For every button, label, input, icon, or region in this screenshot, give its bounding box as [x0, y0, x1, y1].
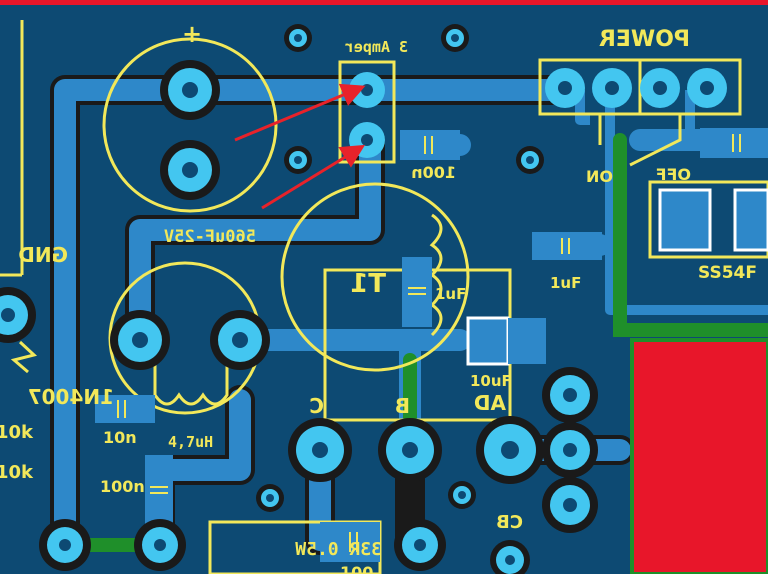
label-inductor: 4,7uH: [168, 433, 213, 451]
label-10n: 10n: [103, 428, 137, 447]
label-bottom-cut: 100: [340, 563, 373, 574]
ss54f-pad-a: [658, 188, 712, 252]
pads: [0, 60, 727, 574]
label-pin-b: B: [395, 394, 410, 418]
label-resistor: 33R 0.5W: [295, 539, 382, 560]
label-pin-cb: CB: [496, 512, 523, 533]
arrow-to-fuse-top: [234, 83, 366, 142]
ss54f-pad-b: [733, 188, 768, 252]
ss54f-outline: [648, 180, 768, 259]
label-10k-2: 10k: [0, 462, 34, 483]
label-10uF: 10uF: [470, 372, 512, 390]
label-amper: 3 Amper: [345, 38, 408, 56]
label-ss54f: SS54F: [698, 263, 757, 283]
cap-symbols: [117, 134, 741, 552]
c10uF-pad: [508, 318, 546, 364]
c10uF-body: [466, 316, 510, 366]
vias: [256, 24, 544, 512]
label-plus: +: [182, 20, 202, 48]
label-1uF-right: 1uF: [550, 274, 581, 292]
smd-caps: [95, 128, 768, 562]
label-10k-1: 10k: [0, 422, 34, 443]
label-gnd: GND: [18, 243, 68, 267]
annotation-arrows: [234, 83, 366, 210]
left-outline: [0, 20, 24, 277]
label-t1: T1: [350, 269, 386, 299]
label-pin-ad: AD: [474, 391, 506, 415]
label-100n-left: 100n: [100, 477, 145, 496]
label-cap-main: 560uF-25V: [164, 227, 256, 247]
label-pin-c: C: [309, 394, 324, 418]
copper-pour: [630, 338, 768, 574]
label-diode: 1N4007: [28, 385, 114, 409]
fuse-outline: [338, 60, 396, 164]
arrow-to-fuse-bottom: [261, 144, 366, 210]
inductor-coil: [153, 365, 229, 406]
label-power: POWER: [599, 27, 690, 52]
label-1uF-mid: 1uF: [435, 285, 466, 303]
zigzag-mark: [10, 340, 38, 374]
label-100n-top: 100n: [411, 163, 456, 182]
label-off: OFF: [656, 165, 691, 184]
cap-main-outline: [102, 37, 278, 213]
switch-legs: [598, 114, 682, 167]
label-on: ON: [586, 167, 613, 186]
t1-outline: [280, 182, 470, 372]
board-edge-top: [0, 0, 768, 5]
